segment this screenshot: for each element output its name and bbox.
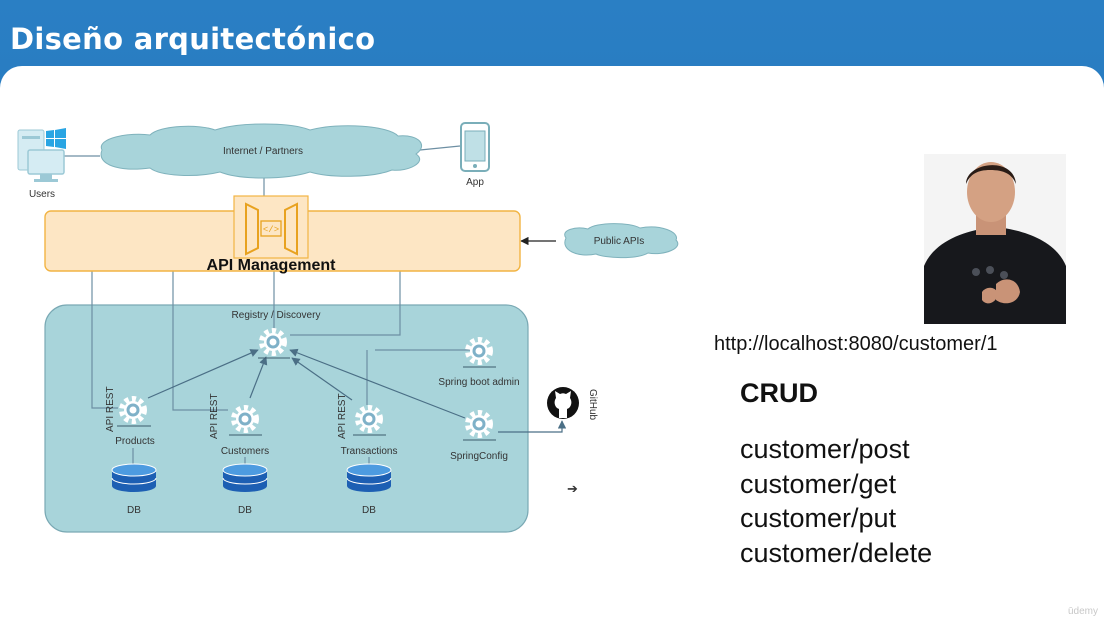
operation-delete: customer/delete bbox=[740, 537, 933, 568]
operation-post: customer/post bbox=[740, 434, 910, 464]
example-url: http://localhost:8080/customer/1 bbox=[714, 333, 998, 355]
spring-boot-admin-gear-icon bbox=[463, 340, 496, 368]
spring-config-gear-icon bbox=[463, 413, 496, 441]
api-gateway-icon: </> bbox=[233, 195, 309, 259]
registry-gear-icon bbox=[258, 331, 290, 359]
products-label: Products bbox=[115, 436, 154, 447]
services-container bbox=[44, 304, 529, 533]
mobile-app-icon bbox=[460, 122, 490, 172]
github-label: GitHub bbox=[587, 389, 598, 421]
users-label: Users bbox=[29, 189, 55, 200]
customers-label: Customers bbox=[221, 446, 269, 457]
github-icon bbox=[547, 387, 579, 419]
customers-db-icon bbox=[222, 463, 268, 492]
internet-partners-label: Internet / Partners bbox=[223, 146, 303, 157]
udemy-watermark: ūdemy bbox=[1067, 606, 1098, 617]
transactions-gear-icon bbox=[353, 408, 386, 436]
crud-heading: CRUD bbox=[740, 378, 818, 408]
products-db-label: DB bbox=[127, 505, 141, 516]
connector-lines bbox=[62, 145, 470, 411]
products-db-icon bbox=[111, 463, 157, 492]
operation-get: customer/get bbox=[740, 468, 897, 499]
transactions-api-rest-label: API REST bbox=[337, 393, 348, 439]
registry-discovery-label: Registry / Discovery bbox=[232, 310, 321, 321]
slide-title: Diseño arquitectónico bbox=[10, 22, 376, 56]
db-connectors bbox=[132, 448, 370, 464]
operation-put: customer/put bbox=[740, 503, 897, 533]
api-management-label: API Management bbox=[207, 257, 337, 274]
users-computer-icon bbox=[17, 129, 65, 182]
transactions-label: Transactions bbox=[341, 446, 398, 457]
app-label: App bbox=[466, 177, 484, 188]
presenter-video bbox=[924, 154, 1066, 324]
public-apis-label: Public APIs bbox=[594, 236, 645, 247]
products-gear-icon bbox=[117, 399, 151, 427]
spring-config-label: SpringConfig bbox=[450, 451, 508, 462]
crud-operations-list: customer/post customer/get customer/put … bbox=[740, 432, 932, 570]
customers-gear-icon bbox=[229, 408, 262, 436]
spring-boot-admin-label: Spring boot admin bbox=[438, 377, 519, 388]
products-api-rest-label: API REST bbox=[105, 386, 116, 432]
windows-logo-icon bbox=[46, 128, 66, 149]
registry-arrows bbox=[147, 348, 567, 433]
transactions-db-icon bbox=[346, 463, 392, 492]
cursor-icon: ➔ bbox=[567, 481, 578, 496]
svg-text:</>: </> bbox=[263, 225, 279, 235]
public-apis-cloud bbox=[564, 223, 679, 259]
transactions-db-label: DB bbox=[362, 505, 376, 516]
internet-cloud bbox=[100, 123, 422, 179]
customers-api-rest-label: API REST bbox=[209, 393, 220, 439]
customers-db-label: DB bbox=[238, 505, 252, 516]
